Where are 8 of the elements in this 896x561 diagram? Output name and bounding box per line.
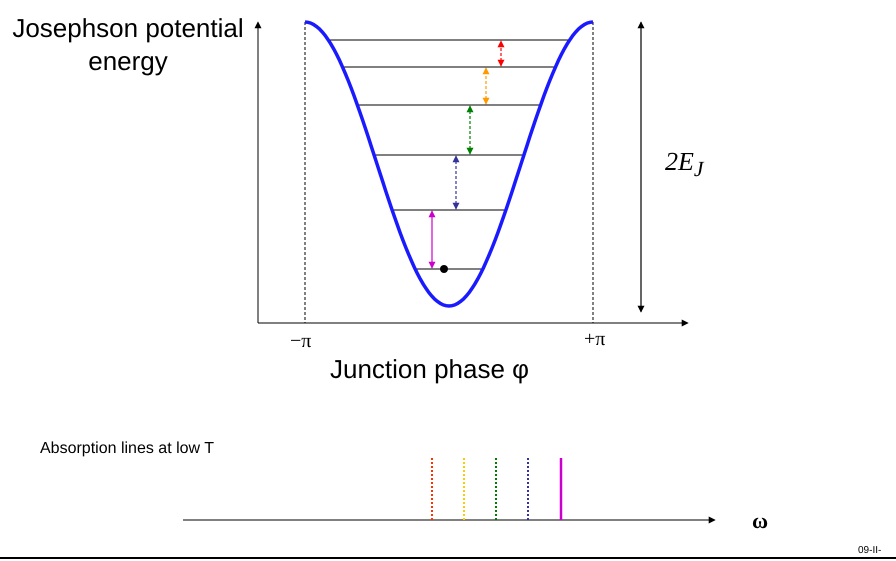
slide-number: 09-II- xyxy=(858,545,882,556)
energy-label: 2E$_{J}$ xyxy=(665,147,704,182)
axis-label: ω xyxy=(752,508,768,534)
tick-label: −π xyxy=(290,330,312,353)
section-title: Absorption lines at low T xyxy=(40,440,214,458)
axis-title: Josephson potential energy xyxy=(11,12,245,78)
axis-title: Junction phase φ xyxy=(330,354,529,385)
tick-label: +π xyxy=(584,328,606,351)
